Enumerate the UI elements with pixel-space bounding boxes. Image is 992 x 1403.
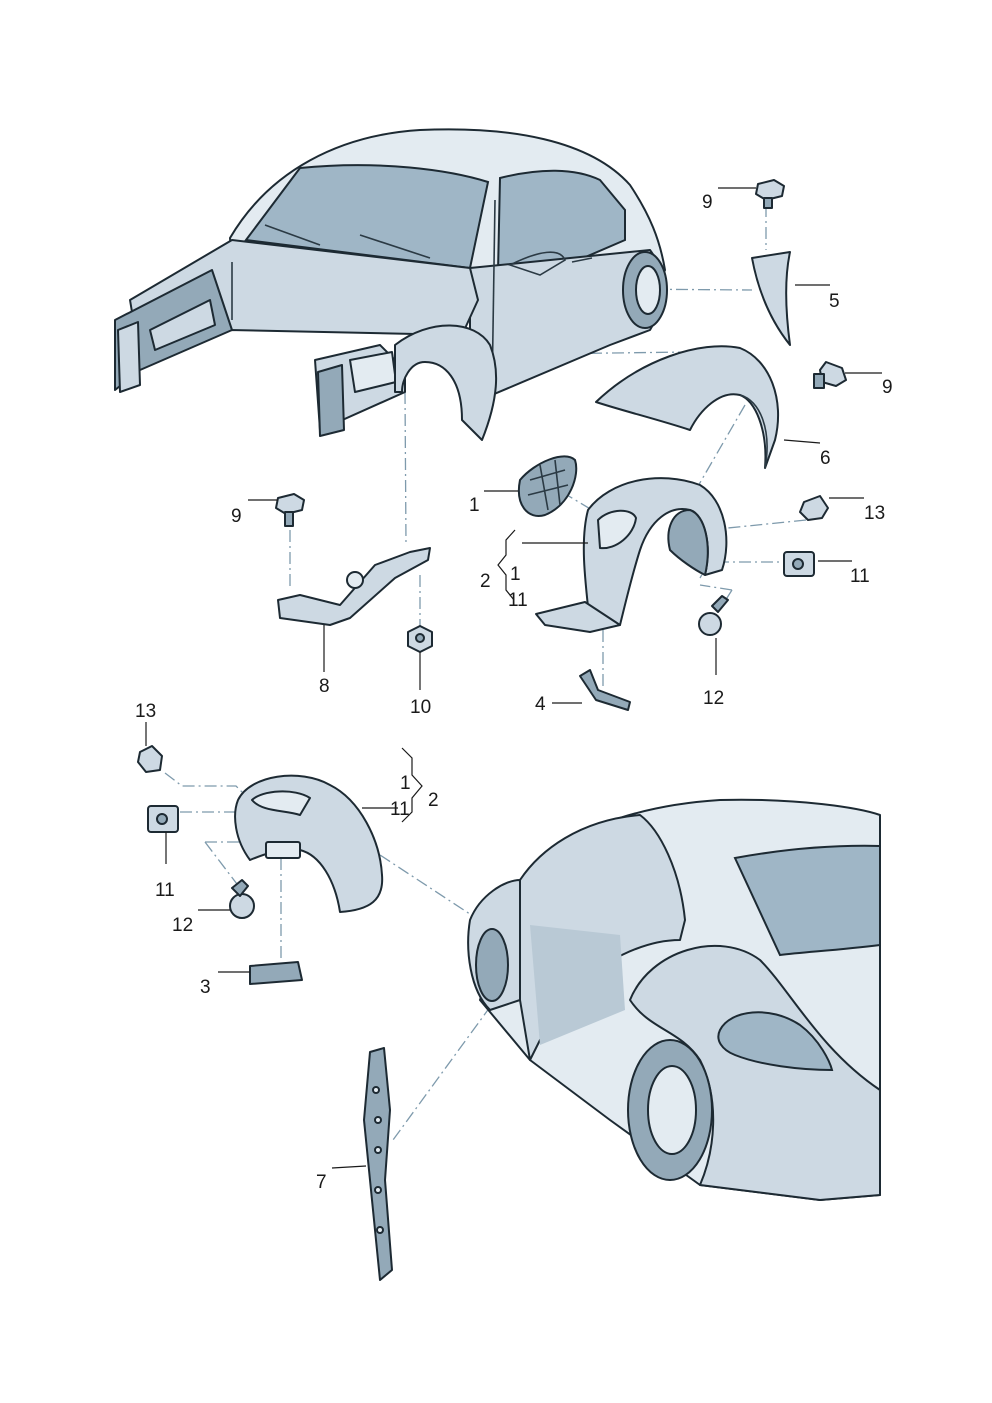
screw-9-left [275,493,305,527]
callout-1: 1 [469,495,480,516]
callout-13: 13 [864,503,885,524]
car-rear-view [467,798,881,1201]
callout-3: 3 [200,977,211,998]
callout-2: 2 [480,571,491,592]
leader-lines [145,187,882,1169]
callout-6: 6 [820,448,831,469]
car-body-shell [114,128,668,441]
part-1-cover [517,455,578,517]
nut-10 [407,625,433,653]
callout-11: 11 [850,566,870,587]
screw-9-top [755,179,785,209]
clip-13-bottom [137,745,163,773]
callout-11: 11 [508,590,528,611]
clip-nut-11-bottom [147,805,179,833]
clip-13-top [799,495,829,521]
callout-10: 10 [410,697,431,718]
callout-11: 11 [155,880,175,901]
callout-8: 8 [319,676,330,697]
callout-12: 12 [172,915,193,936]
callout-13: 13 [135,701,156,722]
callout-12: 12 [703,688,724,709]
callout-9: 9 [882,377,893,398]
part-5-quarter-panel-section [751,251,791,346]
callout-7: 7 [316,1172,327,1193]
callout-2: 2 [428,790,439,811]
screw-12-bottom [229,879,255,919]
callout-1: 1 [510,564,521,585]
screw-12-top [698,595,729,636]
part-3-pad [249,961,303,985]
part-2-wheel-housing-liner-rear [234,774,384,913]
callout-5: 5 [829,291,840,312]
callout-9: 9 [231,506,242,527]
callout-1: 1 [400,773,411,794]
callout-11: 11 [390,799,410,820]
part-8-bracket [277,547,431,626]
callout-9: 9 [702,192,713,213]
screw-9-right [813,361,847,389]
part-7-sealing-strip [363,1047,393,1281]
callout-4: 4 [535,694,546,715]
part-2-wheel-housing-liner-front [535,477,728,633]
part-4-strip [579,669,631,711]
part-6-wing [595,345,780,469]
clip-nut-11-top [783,551,815,577]
callout-labels: 1 2 1 11 4 5 6 7 8 9 9 9 10 11 12 13 13 … [135,192,893,1193]
